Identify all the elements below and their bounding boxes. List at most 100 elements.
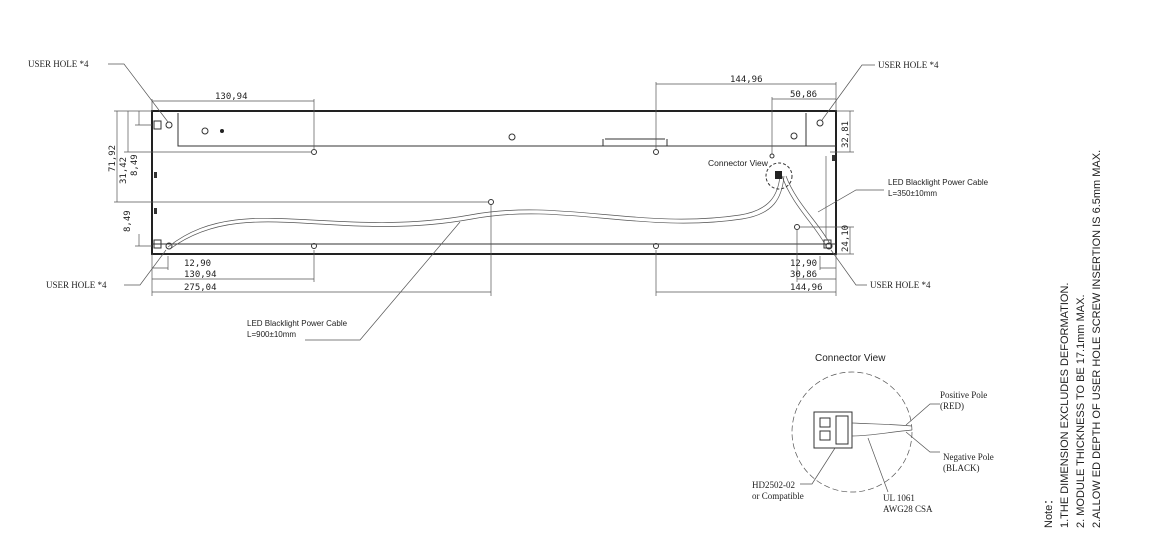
dim-top-130 — [151, 99, 315, 150]
notes: Note： 1.THE DIMENSION EXCLUDES DEFORMATI… — [1043, 150, 1103, 528]
side-tab-3 — [832, 155, 835, 161]
dim-text: 8,49 — [123, 210, 133, 232]
screw-hole — [311, 149, 317, 155]
positive-pole-label: Positive Pole — [940, 390, 987, 400]
dim-text: 275,04 — [184, 283, 217, 293]
top-bracket-line — [177, 113, 836, 147]
note-line-3: 2.ALLOW ED DEPTH OF USER HOLE SCREW INSE… — [1091, 150, 1103, 528]
leader-line — [821, 64, 875, 121]
module-outline — [151, 110, 837, 255]
connector-detail: Connector View Positive Pole (RED) Negat… — [752, 353, 994, 514]
screw-hole — [790, 132, 798, 140]
dim-left-71 — [114, 110, 489, 203]
dim-br-30 — [796, 229, 836, 282]
connector-compat-label: or Compatible — [752, 491, 804, 501]
user-hole-tl — [165, 121, 173, 129]
connector-part-label: HD2502-02 — [752, 480, 795, 490]
dim-top-50 — [771, 97, 836, 154]
dimension-texts: 130,94 144,96 50,86 32,81 24,10 71,92 31… — [108, 75, 851, 293]
user-hole-label: USER HOLE *4 — [870, 280, 931, 290]
cable-left-length: L=900±10mm — [247, 330, 296, 339]
cable-callouts: LED Blacklight Power Cable L=350±10mm LE… — [247, 178, 989, 341]
screw-hole — [220, 129, 224, 133]
user-hole-bl — [165, 242, 173, 250]
connector-view-title: Connector View — [815, 353, 886, 364]
dim-text: 30,86 — [790, 270, 817, 280]
dim-left-31 — [124, 111, 312, 153]
screw-hole — [653, 243, 659, 249]
cable-left-title: LED Blacklight Power Cable — [247, 319, 348, 328]
dim-right-32 — [830, 110, 854, 153]
dim-left-8a — [135, 111, 152, 126]
dim-br-144 — [655, 250, 837, 296]
dim-text: 12,90 — [790, 259, 817, 269]
screw-hole — [769, 153, 775, 159]
leader-line — [830, 249, 867, 286]
connector-mini — [775, 171, 782, 179]
connector-latch — [835, 415, 849, 445]
dim-text: 71,92 — [108, 145, 118, 172]
side-tab-1 — [154, 172, 157, 178]
leader-line — [124, 249, 167, 286]
cable-right-title: LED Blacklight Power Cable — [888, 178, 989, 187]
user-hole-tr — [816, 119, 824, 127]
user-hole-label: USER HOLE *4 — [46, 280, 107, 290]
connector-wires — [851, 422, 913, 437]
dim-text: 31,42 — [119, 157, 129, 184]
side-tab-2 — [154, 208, 157, 214]
dim-text: 130,94 — [184, 270, 217, 280]
dim-text: 32,81 — [841, 121, 851, 148]
corner-tab-tl — [153, 120, 162, 130]
negative-color-label: (BLACK) — [943, 463, 980, 473]
user-hole-label: USER HOLE *4 — [28, 59, 89, 69]
cable-long-b — [169, 175, 785, 250]
negative-pole-label: Negative Pole — [943, 452, 994, 462]
top-notch-sides — [602, 139, 668, 146]
dim-text: 144,96 — [790, 283, 823, 293]
user-hole-label: USER HOLE *4 — [878, 60, 939, 70]
connector-detail-circle — [791, 371, 913, 493]
connector-view-circle — [765, 162, 793, 190]
leader-line — [905, 431, 940, 453]
dim-text: 24,10 — [841, 225, 851, 252]
dim-text: 8,49 — [130, 154, 140, 176]
screw-hole — [653, 149, 659, 155]
dim-left-8b — [135, 234, 152, 247]
screw-hole — [311, 243, 317, 249]
holes — [165, 119, 833, 250]
module-frame — [151, 110, 837, 255]
connector-pin — [819, 417, 831, 428]
connector-view-label-small: Connector View — [708, 158, 769, 168]
note-heading: Note： — [1043, 494, 1055, 528]
dimension-lines — [114, 82, 854, 296]
note-line-1: 1.THE DIMENSION EXCLUDES DEFORMATION. — [1059, 283, 1071, 529]
connector-pin — [819, 430, 831, 441]
screw-hole — [508, 133, 516, 141]
dim-text: 12,90 — [184, 259, 211, 269]
leader-line — [905, 403, 940, 426]
leader-line — [108, 63, 169, 123]
screw-hole — [201, 127, 209, 135]
corner-tab-bl — [153, 239, 162, 249]
cable-short-a — [781, 175, 827, 247]
leader-line — [817, 189, 884, 213]
dim-br-12 — [819, 256, 836, 270]
wire-spec-label: UL 1061 — [883, 493, 915, 503]
screw-hole — [794, 224, 800, 230]
dim-text: 130,94 — [215, 92, 248, 102]
leader-line — [867, 437, 889, 493]
dim-text: 50,86 — [790, 90, 817, 100]
dim-bot-12 — [152, 256, 169, 270]
note-line-2: 2. MODULE THICKNESS TO BE 17.1mm MAX. — [1075, 294, 1087, 528]
dim-bot-275 — [151, 205, 492, 296]
positive-color-label: (RED) — [940, 401, 964, 411]
cable-short-b — [785, 175, 831, 245]
user-hole-callouts: USER HOLE *4 USER HOLE *4 USER HOLE *4 U… — [28, 59, 939, 290]
leader-line — [305, 221, 461, 341]
leader-line — [800, 447, 836, 485]
wire-gauge-label: AWG28 CSA — [883, 504, 933, 514]
cable-right-length: L=350±10mm — [888, 189, 937, 198]
cable-long-a — [167, 175, 781, 248]
dim-right-24 — [800, 226, 854, 255]
